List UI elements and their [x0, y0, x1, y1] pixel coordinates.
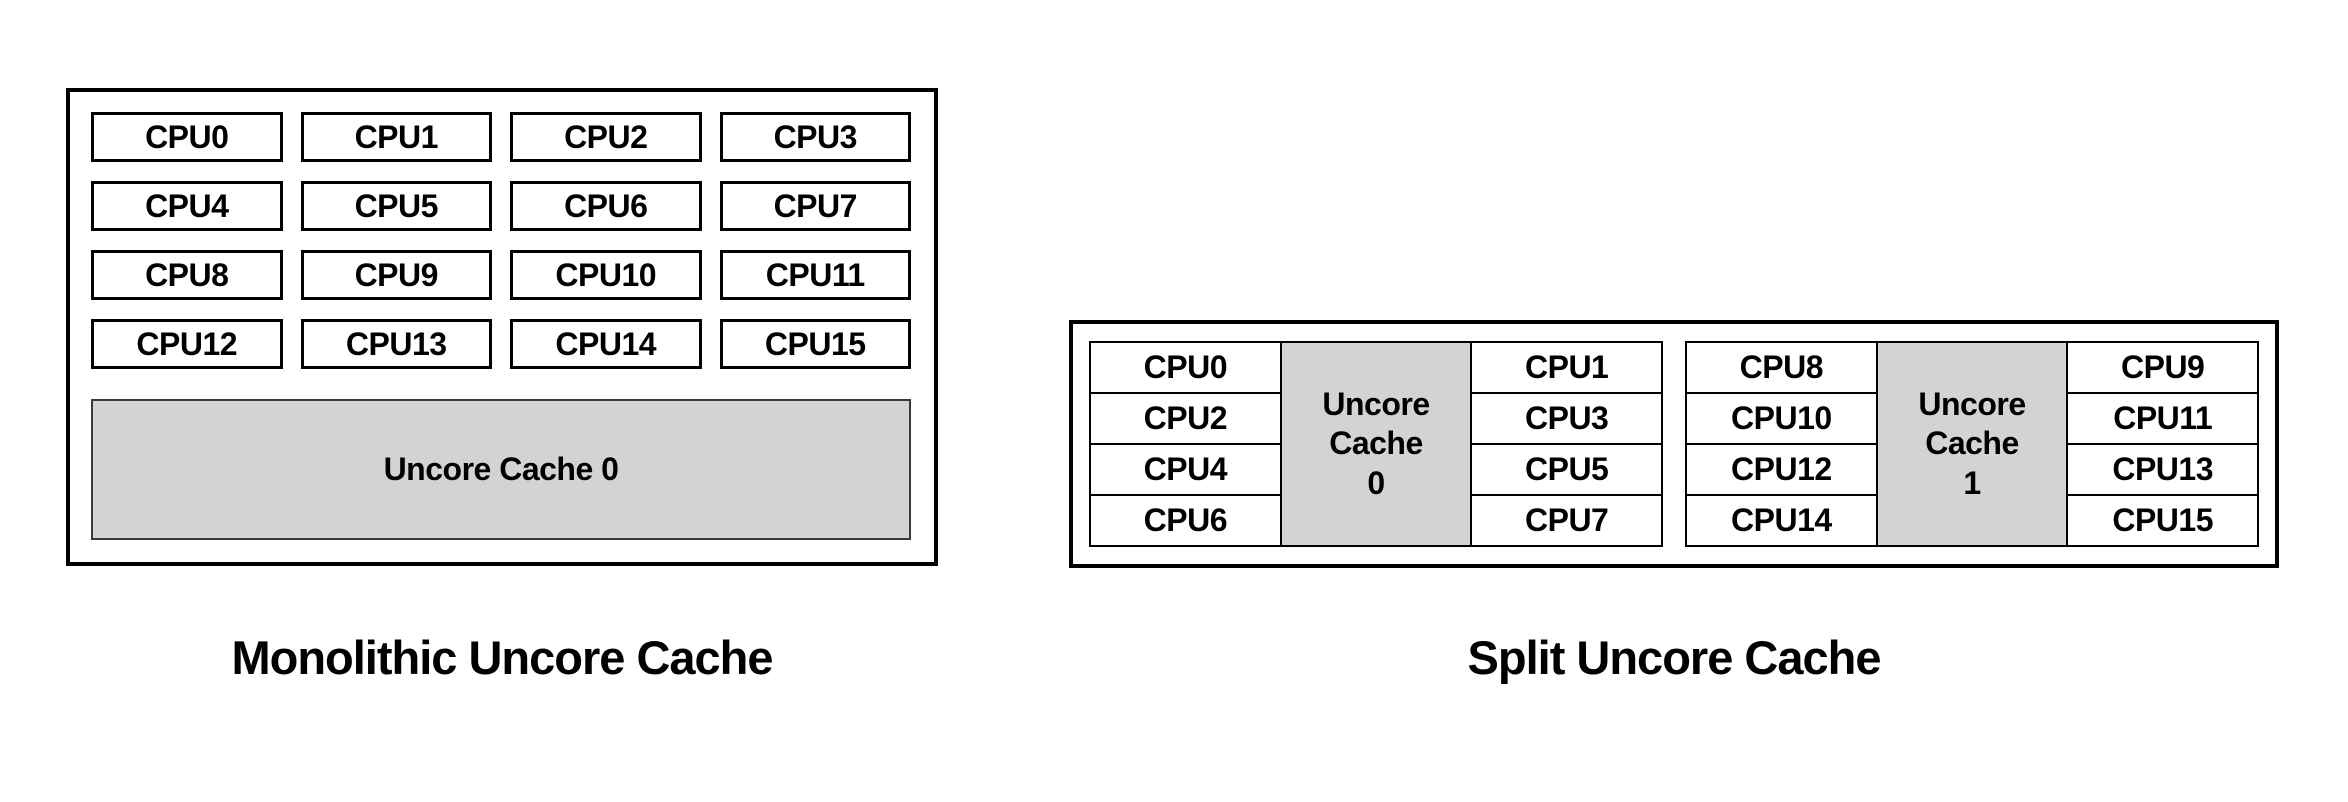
- cpu-cell: CPU7: [1472, 496, 1661, 545]
- cpu-cell: CPU1: [1472, 343, 1661, 392]
- cpu-cell: CPU12: [1687, 445, 1876, 494]
- uncore-label-line: Cache: [1925, 425, 2019, 462]
- monolithic-cpu-grid: CPU0 CPU1 CPU2 CPU3 CPU4 CPU5 CPU6 CPU7 …: [91, 112, 911, 369]
- uncore-label-line: 0: [1367, 464, 1385, 501]
- cpu-box: CPU5: [300, 181, 492, 231]
- cpu-box: CPU13: [300, 319, 492, 369]
- uncore-cache-0-bar: Uncore Cache 0: [91, 399, 911, 540]
- cpu-cell: CPU2: [1091, 394, 1280, 443]
- cpu-box: CPU9: [300, 250, 492, 300]
- cpu-box: CPU6: [510, 181, 702, 231]
- uncore-label-line: Uncore: [1918, 386, 2026, 423]
- cpu-cell: CPU5: [1472, 445, 1661, 494]
- cpu-cell: CPU6: [1091, 496, 1280, 545]
- cpu-box: CPU15: [719, 319, 911, 369]
- uncore-cache-0-cell: Uncore Cache 0: [1281, 343, 1471, 545]
- split-caption: Split Uncore Cache: [1467, 631, 1882, 684]
- uncore-label-line: Uncore: [1322, 386, 1430, 423]
- cpu-box: CPU4: [91, 181, 283, 231]
- cpu-box: CPU8: [91, 250, 283, 300]
- cpu-box: CPU11: [719, 250, 911, 300]
- cpu-cell: CPU3: [1472, 394, 1661, 443]
- monolithic-diagram-box: CPU0 CPU1 CPU2 CPU3 CPU4 CPU5 CPU6 CPU7 …: [66, 88, 938, 566]
- cpu-box: CPU0: [91, 112, 283, 162]
- cpu-box: CPU1: [300, 112, 492, 162]
- cpu-cell: CPU10: [1687, 394, 1876, 443]
- cpu-cell: CPU13: [2068, 445, 2257, 494]
- cpu-cell: CPU14: [1687, 496, 1876, 545]
- uncore-cache-1-cell: Uncore Cache 1: [1877, 343, 2067, 545]
- cpu-cell: CPU4: [1091, 445, 1280, 494]
- cpu-cell: CPU15: [2068, 496, 2257, 545]
- cpu-box: CPU10: [510, 250, 702, 300]
- split-cluster-0: CPU0 Uncore Cache 0 CPU1 CPU2 CPU3 CPU4 …: [1089, 341, 1663, 547]
- uncore-label-line: 1: [1963, 464, 1981, 501]
- uncore-label-line: Cache: [1329, 425, 1423, 462]
- cpu-cell: CPU8: [1687, 343, 1876, 392]
- cpu-cell: CPU0: [1091, 343, 1280, 392]
- split-diagram-box: CPU0 Uncore Cache 0 CPU1 CPU2 CPU3 CPU4 …: [1069, 320, 2279, 568]
- cpu-box: CPU2: [510, 112, 702, 162]
- split-cluster-1: CPU8 Uncore Cache 1 CPU9 CPU10 CPU11 CPU…: [1685, 341, 2259, 547]
- cpu-box: CPU7: [719, 181, 911, 231]
- cpu-box: CPU3: [719, 112, 911, 162]
- cpu-box: CPU12: [91, 319, 283, 369]
- cpu-cell: CPU11: [2068, 394, 2257, 443]
- monolithic-caption: Monolithic Uncore Cache: [231, 631, 773, 684]
- cpu-box: CPU14: [510, 319, 702, 369]
- cpu-cell: CPU9: [2068, 343, 2257, 392]
